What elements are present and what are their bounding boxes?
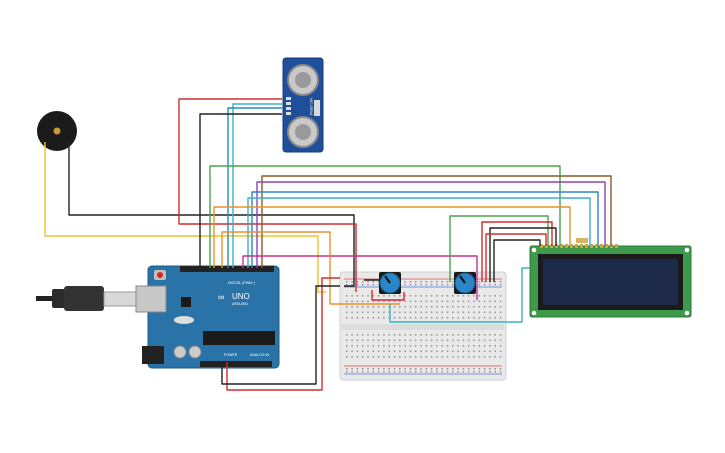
usb-cable <box>36 296 56 301</box>
atmega-chip <box>203 331 275 345</box>
potentiometer-2[interactable] <box>454 272 476 294</box>
wire-lcd-green <box>209 165 561 268</box>
board-brand: ARDUINO <box>232 302 248 306</box>
wire-lcd-orange <box>213 206 571 268</box>
power-jack <box>142 346 164 364</box>
wire-sensor-vcc <box>178 98 357 292</box>
usb-plug <box>64 286 104 311</box>
analog-label: ANALOG IN <box>250 353 270 357</box>
wire-sensor-trig <box>232 103 282 268</box>
ultrasonic-sensor: HC-SR04 <box>282 57 324 153</box>
wire-pot1-red <box>371 290 405 301</box>
board-model: UNO <box>232 292 250 301</box>
wire-pot-red-1 <box>481 221 553 282</box>
wires <box>44 98 612 391</box>
wire-lcd-blue <box>251 191 599 268</box>
wire-pot-black-1 <box>489 227 557 282</box>
wire-sensor-echo <box>227 107 282 268</box>
piezo-buzzer <box>37 111 77 151</box>
wire-pot-black-2 <box>493 239 541 282</box>
digital-label: DIGITAL (PWM~) <box>228 281 255 285</box>
arduino-logo-icon: ∞ <box>218 292 224 302</box>
wire-pot-green <box>449 215 549 282</box>
wire-lcd-cyan <box>247 197 591 268</box>
wire-buzzer-signal <box>44 142 326 293</box>
wire-pink <box>242 255 478 300</box>
arduino-uno-board: ∞ UNO ARDUINO DIGITAL (PWM~) POWER ANALO… <box>36 265 280 369</box>
wire-orange-pot <box>221 231 400 305</box>
wire-sensor-gnd <box>199 113 282 268</box>
wire-buzzer-gnd <box>68 142 355 287</box>
power-analog-header <box>200 361 272 367</box>
wire-lcd-purple <box>256 181 606 268</box>
power-label: POWER <box>224 353 238 357</box>
lcd-screen <box>543 259 678 305</box>
wire-5v <box>226 277 340 391</box>
breadboard <box>339 271 507 381</box>
wire-pot-red-2 <box>485 233 547 282</box>
usb-port <box>135 285 167 313</box>
wire-lcd-contrast <box>389 267 530 323</box>
digital-header <box>180 266 274 272</box>
potentiometer-1[interactable] <box>379 272 401 294</box>
sensor-label: HC-SR04 <box>309 98 314 116</box>
resistor <box>576 238 588 243</box>
wire-lcd-brown <box>261 175 612 268</box>
wire-gnd <box>221 285 340 385</box>
lcd-display <box>529 238 692 318</box>
